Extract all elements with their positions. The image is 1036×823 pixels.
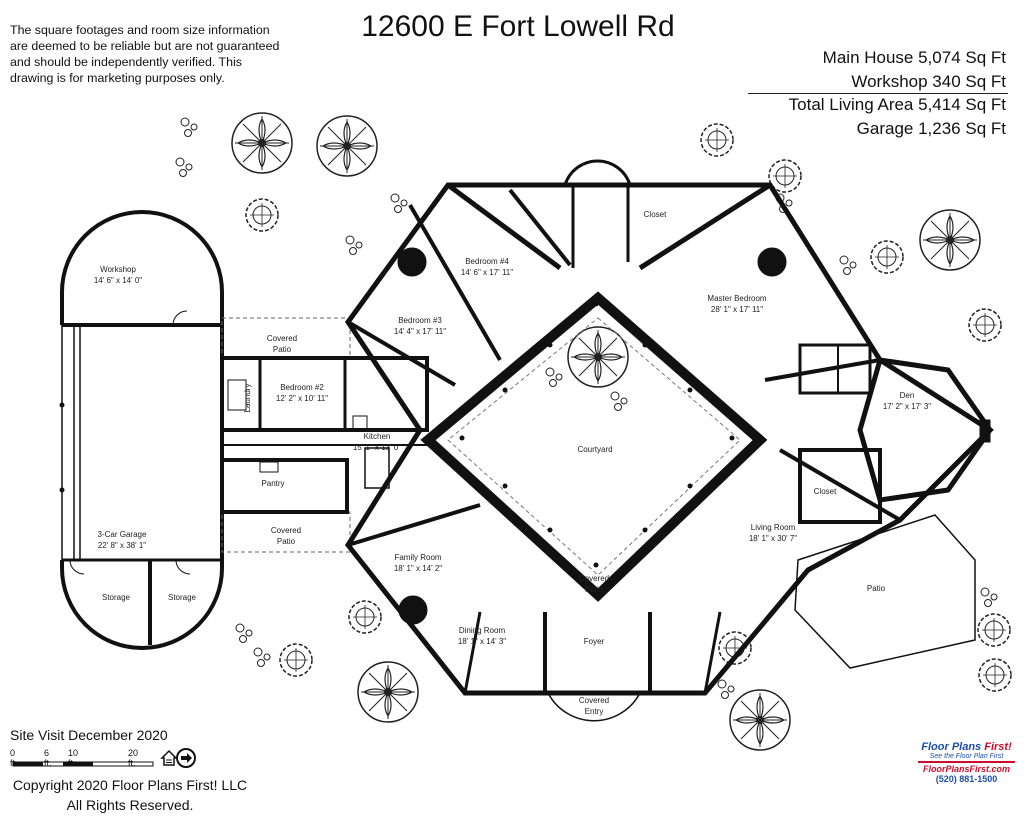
garage-size: 22' 8" x 38' 1" <box>98 541 146 550</box>
room-labels: Workshop 14' 6" x 14' 0" 3-Car Garage 22… <box>94 210 931 716</box>
scale-label-0: 0 ft. <box>10 748 18 768</box>
copyright: Copyright 2020 Floor Plans First! LLC Al… <box>10 775 250 815</box>
covered-patio-bottom-label-2: Patio <box>277 537 296 546</box>
north-arrow-icon <box>176 748 196 768</box>
patio-deck <box>794 514 976 669</box>
brand-divider <box>918 761 1015 763</box>
page-title: 12600 E Fort Lowell Rd <box>361 10 675 43</box>
area-summary-divider <box>748 93 1008 94</box>
brand-phone: (520) 881-1500 <box>935 774 998 784</box>
covered-patio-top-label: Covered <box>267 334 297 343</box>
copyright-line-1: Copyright 2020 Floor Plans First! LLC <box>12 777 248 793</box>
laundry-label: Laundry <box>243 384 252 413</box>
courtyard-columns <box>59 301 735 568</box>
scale-label-10: 10 ft. <box>68 748 79 768</box>
bedroom-4-label: Bedroom #4 <box>465 257 509 266</box>
bedroom-3-label: Bedroom #3 <box>398 316 442 325</box>
covered-patio-center-label-2: Patio <box>585 585 604 594</box>
family-room-label: Family Room <box>394 553 441 562</box>
bedroom-3-size: 14' 4" x 17' 11" <box>394 327 446 336</box>
closet-right-label: Closet <box>814 487 837 496</box>
bedroom-2-label: Bedroom #2 <box>280 383 324 392</box>
den-label: Den <box>900 391 915 400</box>
disclaimer-line: are deemed to be reliable but are not gu… <box>10 39 280 53</box>
brand-logo: Floor Plans First! <box>914 741 1019 753</box>
covered-patio-center-label: Covered <box>579 574 609 583</box>
den-size: 17' 2" x 17' 3" <box>883 402 931 411</box>
equal-housing-icon <box>160 749 178 766</box>
garage-label: 3-Car Garage <box>98 530 147 539</box>
scale-bar <box>12 761 154 767</box>
master-bedroom-size: 28' 1" x 17' 11" <box>711 305 763 314</box>
disclaimer-line: The square footages and room size inform… <box>10 23 270 37</box>
kitchen-label: Kitchen <box>364 432 391 441</box>
patio-label: Patio <box>867 584 886 593</box>
family-room-size: 18' 1" x 14' 2" <box>394 564 442 573</box>
brand-block: Floor Plans First! See the Floor Plan Fi… <box>914 741 1019 784</box>
storage-1-label: Storage <box>102 593 131 602</box>
courtyard-label: Courtyard <box>577 445 612 454</box>
living-room-size: 18' 1" x 30' 7" <box>749 534 797 543</box>
foyer-label: Foyer <box>584 637 605 646</box>
covered-patio-bottom-label: Covered <box>271 526 301 535</box>
covered-entry-label: Covered <box>579 696 609 705</box>
master-bedroom-label: Master Bedroom <box>707 294 766 303</box>
total-living-area: Total Living Area 5,414 Sq Ft <box>788 95 1006 114</box>
brand-logo-accent: First! <box>984 741 1012 753</box>
dining-room-label: Dining Room <box>459 626 506 635</box>
brand-logo-main: Floor Plans <box>921 741 985 753</box>
copyright-line-2: All Rights Reserved. <box>66 797 194 813</box>
bedroom-4-size: 14' 6" x 17' 11" <box>461 268 513 277</box>
main-house <box>344 159 994 722</box>
workshop-size: 14' 6" x 14' 0" <box>94 276 142 285</box>
scale-label-6: 6 ft. <box>44 748 52 768</box>
brand-url: FloorPlansFirst.com <box>922 764 1011 774</box>
bedroom-2-size: 12' 2" x 10' 11" <box>276 394 328 403</box>
main-house-area: Main House 5,074 Sq Ft <box>822 48 1006 67</box>
closet-top-label: Closet <box>644 210 667 219</box>
pantry-label: Pantry <box>261 479 284 488</box>
garage-area: Garage 1,236 Sq Ft <box>856 118 1006 138</box>
workshop-area: Workshop 340 Sq Ft <box>851 71 1006 91</box>
storage-2-label: Storage <box>168 593 197 602</box>
scale-label-20: 20 ft. <box>128 748 139 768</box>
site-visit-date: Site Visit December 2020 <box>10 727 168 743</box>
dining-room-size: 18' 1" x 14' 3" <box>458 637 506 646</box>
covered-patio-top-label-2: Patio <box>273 345 292 354</box>
disclaimer-line: and should be independently verified. Th… <box>10 55 242 69</box>
disclaimer-line: drawing is for marketing purposes only. <box>10 71 225 85</box>
living-room-label: Living Room <box>751 523 796 532</box>
covered-entry-label-2: Entry <box>585 707 604 716</box>
workshop-label: Workshop <box>100 265 136 274</box>
west-wing <box>220 356 430 514</box>
kitchen-size: 15' 1" x 13' 0" <box>353 443 401 452</box>
brand-tagline: See the Floor Plan First <box>929 753 1004 760</box>
disclaimer: The square footages and room size inform… <box>10 22 320 86</box>
area-summary: Main House 5,074 Sq Ft Workshop 340 Sq F… <box>789 46 1006 140</box>
